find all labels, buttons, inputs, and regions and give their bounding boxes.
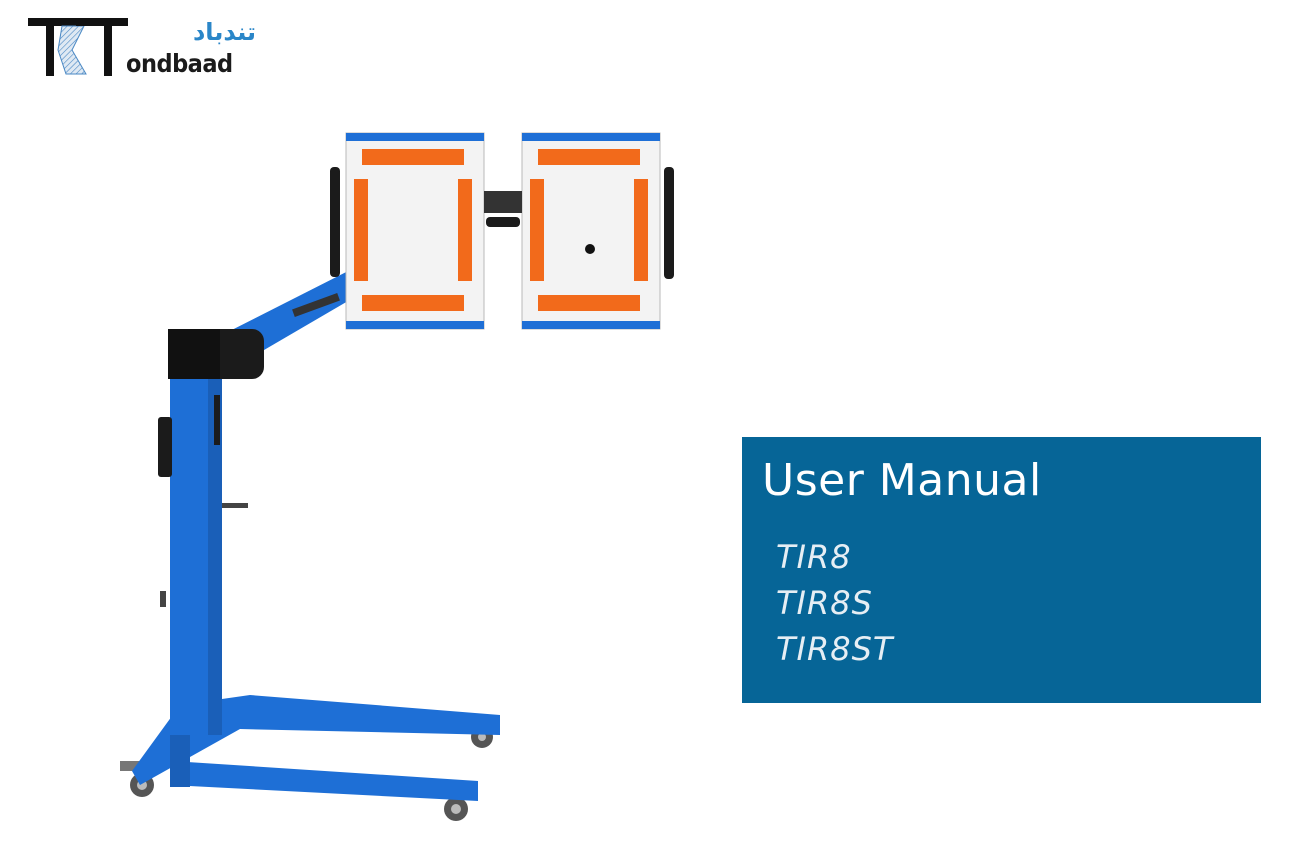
right-lamp-panel <box>521 132 674 330</box>
cover-title-box: User Manual TIR8 TIR8S TIR8ST <box>742 437 1261 703</box>
arm <box>168 265 372 379</box>
model-name: TIR8ST <box>776 630 894 668</box>
panel-bracket <box>484 191 522 227</box>
brand-logo: تندباد ondbaad <box>28 14 256 80</box>
logo-mark-icon <box>28 18 128 76</box>
logo-latin-text: ondbaad <box>126 49 233 78</box>
base-frame <box>132 695 500 801</box>
model-name: TIR8 <box>776 538 852 576</box>
infrared-dryer-image <box>120 132 674 821</box>
model-name: TIR8S <box>776 584 873 622</box>
left-lamp-panel <box>330 132 485 330</box>
column <box>158 375 248 735</box>
document-title: User Manual <box>762 455 1042 506</box>
logo-arabic-text: تندباد <box>192 18 256 46</box>
